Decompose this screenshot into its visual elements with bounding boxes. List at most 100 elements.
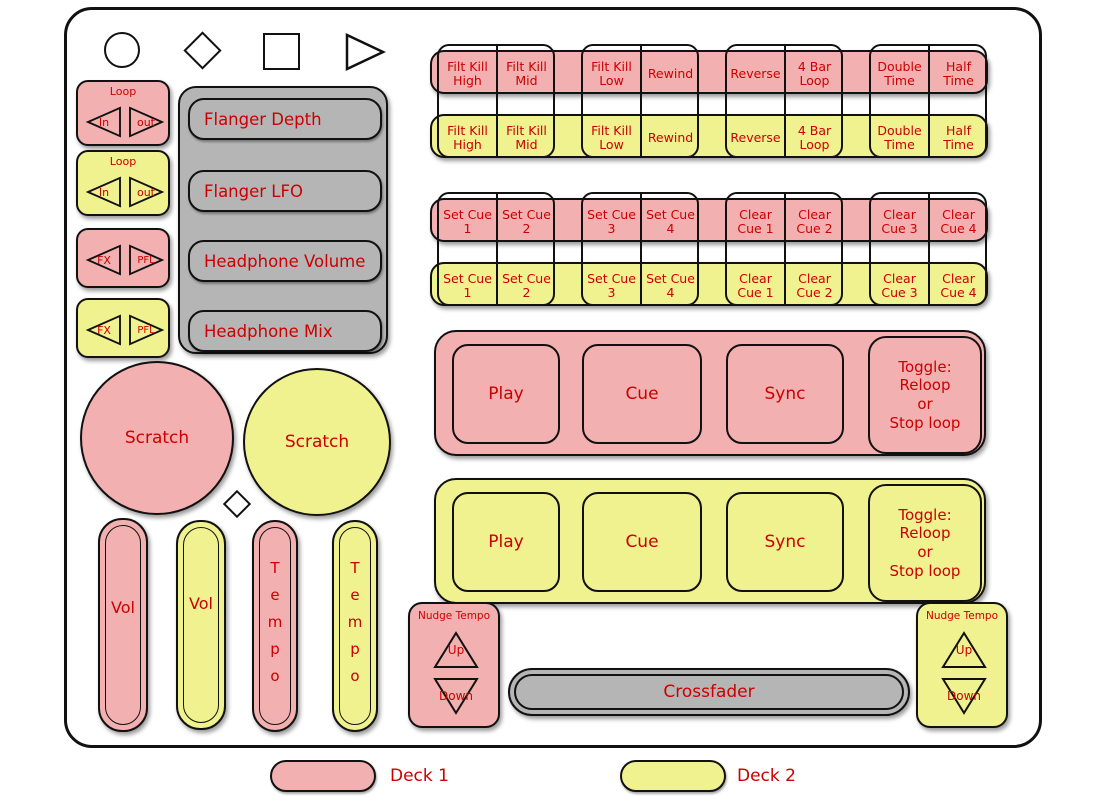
nudge-down-button-deck2[interactable]: Down (940, 676, 988, 716)
pad-set-cue-4-deck1[interactable]: Set Cue 4 (642, 200, 699, 244)
tempo-slider-deck1[interactable]: Tempo (252, 520, 298, 732)
pad-label: Set Cue 1 (443, 271, 492, 300)
nudge-up-button-deck2[interactable]: Up (940, 630, 988, 670)
reloop-toggle-deck2[interactable]: Toggle: Reloop or Stop loop (868, 484, 982, 602)
nudge-down-button-deck1[interactable]: Down (432, 676, 480, 716)
triangle-up-icon (941, 631, 987, 668)
transport-panel-deck2: Play Cue Sync Toggle: Reloop or Stop loo… (434, 478, 986, 604)
pad-half-time-deck2[interactable]: Half Time (930, 116, 987, 160)
headphone-mix-knob[interactable]: Headphone Mix (188, 310, 382, 352)
pad-reverse-deck1[interactable]: Reverse (727, 52, 784, 96)
play-button-deck1[interactable]: Play (452, 344, 560, 444)
crossfader-track (514, 674, 904, 710)
pad-label: Filt Kill Low (591, 59, 632, 88)
pad-clear-cue-4-deck1[interactable]: Clear Cue 4 (930, 200, 987, 244)
loop-out-button-deck2[interactable]: out (127, 176, 165, 208)
loop-in-label: In (98, 115, 110, 129)
pfl-button-deck1[interactable]: PFL (127, 244, 165, 276)
pad-label: Half Time (943, 123, 974, 152)
pad-clear-cue-3-deck2[interactable]: Clear Cue 3 (871, 264, 928, 308)
monitor-section-deck1: FX PFL (76, 228, 170, 288)
sync-label: Sync (764, 532, 806, 552)
pfl-button-deck2[interactable]: PFL (127, 314, 165, 346)
tempo-slider-deck2[interactable]: Tempo (332, 520, 378, 732)
scratch-wheel-deck1[interactable]: Scratch (80, 361, 234, 515)
triangle-down-icon (433, 678, 479, 715)
pad-label: Reverse (730, 130, 781, 145)
pad-set-cue-3-deck2[interactable]: Set Cue 3 (583, 264, 640, 308)
pad-clear-cue-1-deck1[interactable]: Clear Cue 1 (727, 200, 784, 244)
pad-clear-cue-3-deck1[interactable]: Clear Cue 3 (871, 200, 928, 244)
loop-in-button-deck1[interactable]: In (85, 106, 123, 138)
nudge-down-label: Down (438, 689, 473, 703)
pad-set-cue-2-deck2[interactable]: Set Cue 2 (498, 264, 555, 308)
loop-in-button-deck2[interactable]: In (85, 176, 123, 208)
pad-double-time-deck1[interactable]: Double Time (871, 52, 928, 96)
headphone-mix-label: Headphone Mix (204, 321, 333, 341)
pad-filt-kill-mid-deck1[interactable]: Filt Kill Mid (498, 52, 555, 96)
nudge-tempo-title: Nudge Tempo (925, 610, 999, 622)
flanger-depth-knob[interactable]: Flanger Depth (188, 98, 382, 140)
pad-four-bar-loop-deck2[interactable]: 4 Bar Loop (786, 116, 843, 160)
pad-filt-kill-low-deck2[interactable]: Filt Kill Low (583, 116, 640, 160)
loop-out-button-deck1[interactable]: out (127, 106, 165, 138)
sync-button-deck1[interactable]: Sync (726, 344, 844, 444)
vol-label: Vol (189, 594, 213, 613)
cue-strip-deck1 (430, 198, 988, 242)
triangle-up-icon (433, 631, 479, 668)
pad-label: Clear Cue 1 (737, 207, 774, 236)
headphone-volume-knob[interactable]: Headphone Volume (188, 240, 382, 282)
pad-clear-cue-4-deck2[interactable]: Clear Cue 4 (930, 264, 987, 308)
vol-slider-deck2[interactable]: Vol (176, 520, 226, 730)
pad-set-cue-1-deck2[interactable]: Set Cue 1 (439, 264, 496, 308)
cue-button-deck2[interactable]: Cue (582, 492, 702, 592)
fx-label: FX (97, 323, 111, 337)
pad-label: Filt Kill Low (591, 123, 632, 152)
pad-rewind-deck1[interactable]: Rewind (642, 52, 699, 96)
fx-button-deck2[interactable]: FX (85, 314, 123, 346)
cue-group-4: Clear Cue 3 Clear Cue 4 Clear Cue 3 Clea… (869, 192, 987, 306)
fx-button-deck1[interactable]: FX (85, 244, 123, 276)
pad-filt-kill-low-deck1[interactable]: Filt Kill Low (583, 52, 640, 96)
pad-label: Set Cue 2 (502, 271, 551, 300)
triangle-left-icon (85, 106, 121, 138)
crossfader-slider[interactable]: Crossfader (508, 668, 910, 716)
loop-title: Loop (109, 85, 137, 98)
scratch-wheel-deck2[interactable]: Scratch (243, 368, 391, 516)
pad-filt-kill-mid-deck2[interactable]: Filt Kill Mid (498, 116, 555, 160)
pad-clear-cue-1-deck2[interactable]: Clear Cue 1 (727, 264, 784, 308)
pad-four-bar-loop-deck1[interactable]: 4 Bar Loop (786, 52, 843, 96)
pad-set-cue-2-deck1[interactable]: Set Cue 2 (498, 200, 555, 244)
reloop-toggle-deck1[interactable]: Toggle: Reloop or Stop loop (868, 336, 982, 454)
loop-section-deck1: Loop In out (76, 80, 170, 146)
triangle-right-icon (129, 314, 165, 346)
pad-filt-kill-high-deck2[interactable]: Filt Kill High (439, 116, 496, 160)
vol-slider-deck1[interactable]: Vol (98, 518, 148, 732)
pad-label: Rewind (647, 66, 694, 81)
nudge-up-button-deck1[interactable]: Up (432, 630, 480, 670)
slider-track (105, 525, 141, 725)
play-button-deck2[interactable]: Play (452, 492, 560, 592)
pad-label: Double Time (877, 123, 922, 152)
pad-set-cue-4-deck2[interactable]: Set Cue 4 (642, 264, 699, 308)
pad-clear-cue-2-deck2[interactable]: Clear Cue 2 (786, 264, 843, 308)
pad-set-cue-1-deck1[interactable]: Set Cue 1 (439, 200, 496, 244)
square-shape (263, 33, 300, 70)
pad-rewind-deck2[interactable]: Rewind (642, 116, 699, 160)
loop-section-deck2: Loop In out (76, 150, 170, 216)
pad-label: Clear Cue 2 (796, 207, 833, 236)
triangle-left-icon (85, 176, 121, 208)
group-divider (928, 194, 930, 304)
flanger-lfo-knob[interactable]: Flanger LFO (188, 170, 382, 212)
pad-reverse-deck2[interactable]: Reverse (727, 116, 784, 160)
pad-double-time-deck2[interactable]: Double Time (871, 116, 928, 160)
pad-clear-cue-2-deck1[interactable]: Clear Cue 2 (786, 200, 843, 244)
pad-set-cue-3-deck1[interactable]: Set Cue 3 (583, 200, 640, 244)
cue-button-deck1[interactable]: Cue (582, 344, 702, 444)
sync-button-deck2[interactable]: Sync (726, 492, 844, 592)
slider-track (259, 527, 291, 725)
pad-half-time-deck1[interactable]: Half Time (930, 52, 987, 96)
triangle-right-icon (129, 106, 165, 138)
triangle-down-icon (941, 678, 987, 715)
pad-filt-kill-high-deck1[interactable]: Filt Kill High (439, 52, 496, 96)
